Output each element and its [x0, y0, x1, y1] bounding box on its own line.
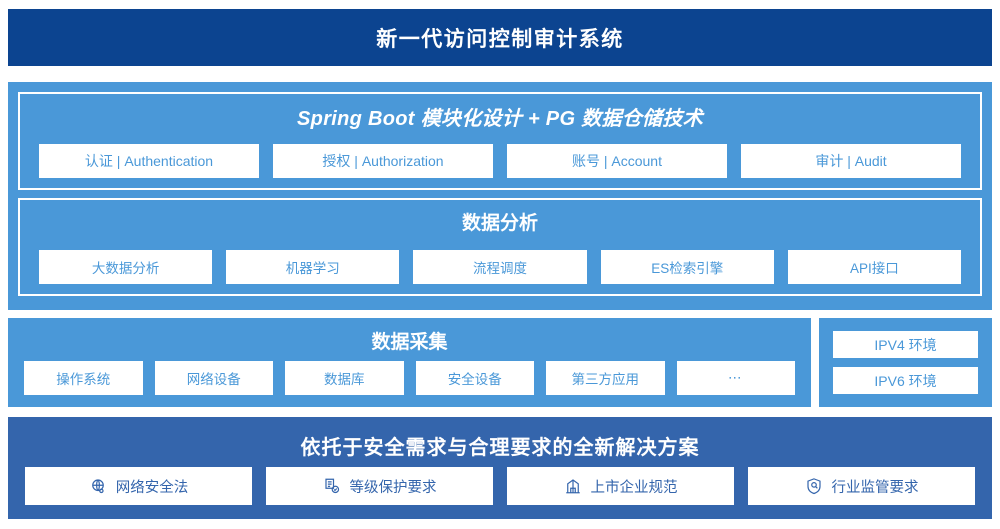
chip-ipv4-environment[interactable]: IPV4 环境: [833, 331, 978, 358]
chip-label: 等级保护要求: [349, 479, 437, 496]
chip-listed-company-norms[interactable]: 上市企业规范: [507, 467, 734, 505]
globe-network-icon: [89, 477, 107, 495]
data-collection-heading: 数据采集: [371, 332, 448, 353]
chip-api-interface[interactable]: API接口: [787, 250, 962, 284]
chip-account[interactable]: 账号 | Account: [507, 144, 727, 178]
chip-classified-protection[interactable]: 等级保护要求: [266, 467, 493, 505]
data-collection-panel: 数据采集 操作系统 网络设备 数据库 安全设备 第三方应用 ⋯: [8, 318, 811, 407]
compliance-chip-row: 网络安全法 等级保护要求: [18, 467, 982, 505]
chip-label: 网络安全法: [115, 479, 189, 496]
chip-security-device[interactable]: 安全设备: [415, 361, 534, 395]
chip-label: 上市企业规范: [590, 479, 678, 496]
chip-big-data-analysis[interactable]: 大数据分析: [39, 250, 213, 284]
compliance-panel: 依托于安全需求与合理要求的全新解决方案 网络安全法: [8, 417, 992, 519]
page-title: 新一代访问控制审计系统: [376, 27, 624, 51]
chip-machine-learning[interactable]: 机器学习: [226, 250, 400, 284]
chip-cybersecurity-law[interactable]: 网络安全法: [25, 467, 252, 505]
bank-building-icon: [564, 477, 582, 495]
chip-es-search-engine[interactable]: ES检索引擎: [600, 250, 774, 284]
compliance-heading: 依托于安全需求与合理要求的全新解决方案: [300, 437, 700, 459]
data-analysis-chip-row: 大数据分析 机器学习 流程调度 ES检索引擎 API接口: [20, 250, 980, 284]
chip-third-party-app[interactable]: 第三方应用: [546, 361, 665, 395]
chip-process-scheduling[interactable]: 流程调度: [413, 250, 587, 284]
data-collection-chip-row: 操作系统 网络设备 数据库 安全设备 第三方应用 ⋯: [18, 361, 801, 395]
chip-audit[interactable]: 审计 | Audit: [741, 144, 961, 178]
data-analysis-heading: 数据分析: [461, 213, 538, 234]
document-check-icon: [323, 477, 341, 495]
spring-boot-block: Spring Boot 模块化设计 + PG 数据仓储技术 认证 | Authe…: [18, 92, 982, 190]
shield-search-icon: [805, 477, 823, 495]
spring-boot-chip-row: 认证 | Authentication 授权 | Authorization 账…: [20, 144, 980, 178]
spring-boot-heading: Spring Boot 模块化设计 + PG 数据仓储技术: [297, 108, 703, 130]
ip-environment-panel: IPV4 环境 IPV6 环境: [819, 318, 992, 407]
chip-authentication[interactable]: 认证 | Authentication: [39, 144, 259, 178]
ip-environment-list: IPV4 环境 IPV6 环境: [833, 331, 978, 394]
chip-network-device[interactable]: 网络设备: [154, 361, 273, 395]
chip-label: 行业监管要求: [831, 479, 919, 496]
chip-database[interactable]: 数据库: [285, 361, 404, 395]
chip-authorization[interactable]: 授权 | Authorization: [273, 144, 493, 178]
chip-more-ellipsis[interactable]: ⋯: [676, 361, 795, 395]
chip-industry-supervision[interactable]: 行业监管要求: [748, 467, 975, 505]
page-title-bar: 新一代访问控制审计系统: [8, 9, 992, 66]
chip-ipv6-environment[interactable]: IPV6 环境: [833, 367, 978, 394]
chip-operating-system[interactable]: 操作系统: [24, 361, 143, 395]
data-analysis-block: 数据分析 大数据分析 机器学习 流程调度 ES检索引擎 API接口: [18, 198, 982, 296]
